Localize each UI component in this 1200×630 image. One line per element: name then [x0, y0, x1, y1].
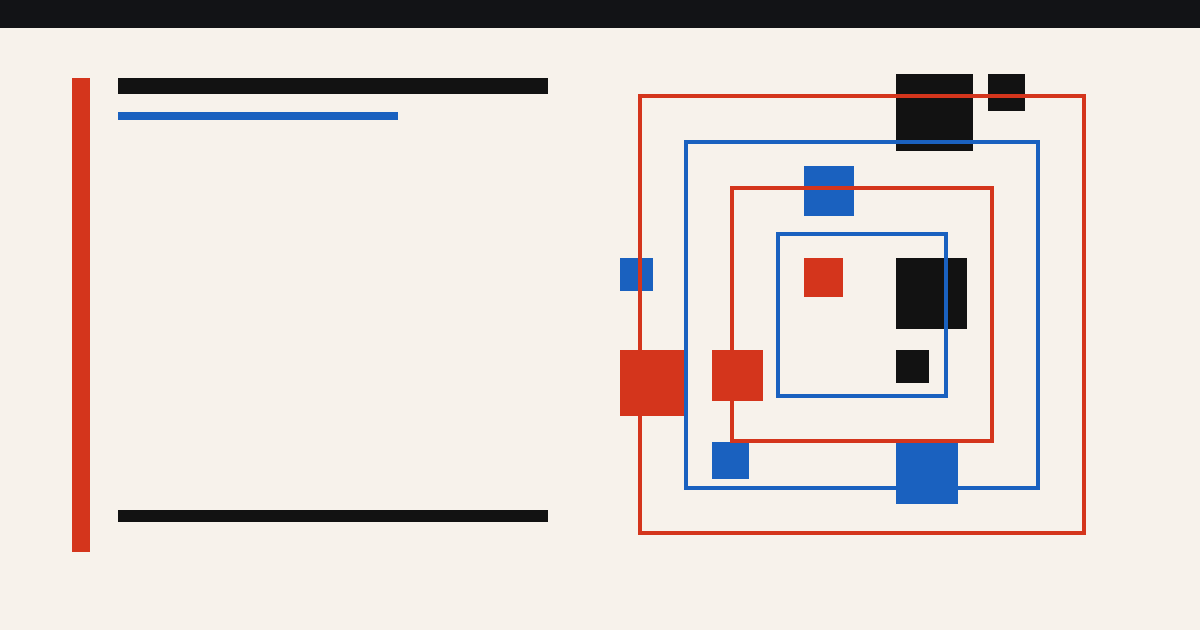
black-square-small	[896, 350, 929, 383]
red-square-center	[804, 258, 843, 297]
red-frame-outer	[638, 94, 1086, 535]
blue-square-bottom	[896, 442, 958, 504]
red-square-left-medium	[712, 350, 763, 401]
top-bar	[0, 0, 1200, 28]
blue-bar	[118, 112, 398, 120]
red-frame-third	[730, 186, 994, 443]
black-bar-bottom	[118, 510, 548, 522]
blue-square-lower-left	[712, 442, 749, 479]
red-square-left-large	[620, 350, 686, 416]
blue-frame-inner	[776, 232, 948, 398]
blue-square-left	[620, 258, 653, 291]
blue-frame-second	[684, 140, 1040, 490]
black-square-top-small	[988, 74, 1025, 111]
black-bar-top	[118, 78, 548, 94]
blue-square-upper	[804, 166, 854, 216]
black-square-top-large	[896, 74, 973, 151]
black-square-center	[896, 258, 967, 329]
left-red-rule	[72, 78, 90, 552]
